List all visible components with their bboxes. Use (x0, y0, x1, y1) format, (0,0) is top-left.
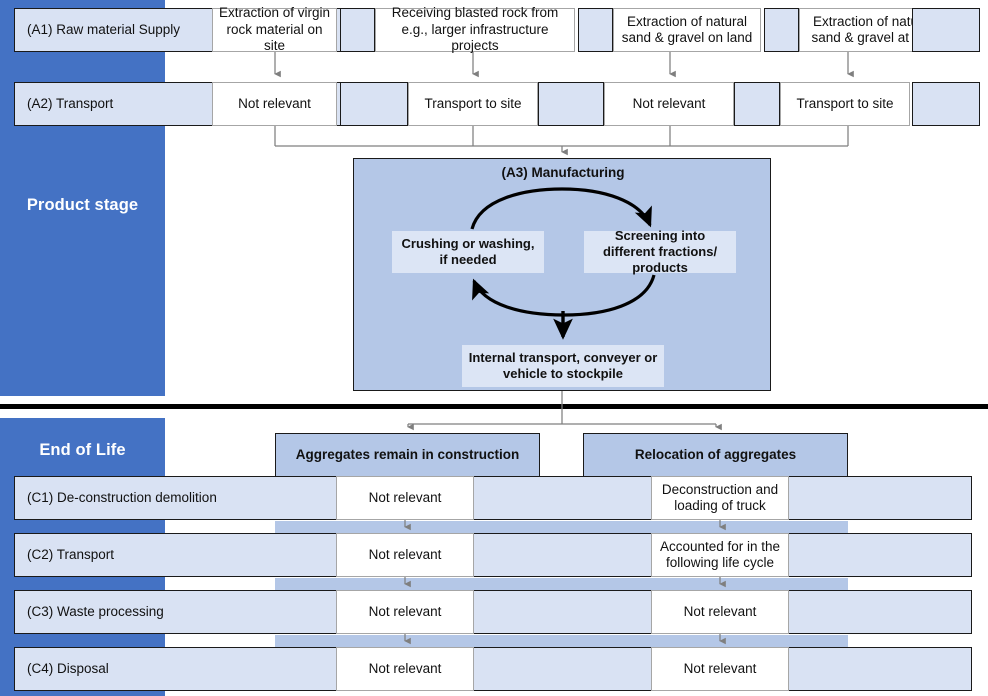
row-c4-cell-2: Not relevant (651, 647, 789, 691)
manufacturing-container: (A3) Manufacturing Crushing or washing, … (353, 158, 771, 391)
manufacturing-title: (A3) Manufacturing (501, 165, 625, 180)
row-c1-label: (C1) De-construction demolition (14, 476, 972, 520)
row-c1-c2-spacer (275, 521, 848, 533)
product-stage-label: Product stage (26, 195, 139, 214)
row-a1-cell-1: Extraction of virgin rock material on si… (212, 5, 337, 53)
row-a1-gap-3 (764, 8, 799, 52)
row-a2-gap-1 (340, 82, 408, 126)
row-c3-label: (C3) Waste processing (14, 590, 972, 634)
row-a2-cell-3: Not relevant (604, 82, 734, 126)
row-a1-cell-2: Receiving blasted rock from e.g., larger… (375, 5, 575, 53)
row-a2-cell-2: Transport to site (408, 82, 538, 126)
row-c2-c3-spacer (275, 578, 848, 590)
row-c3-cell-2: Not relevant (651, 590, 789, 634)
end-of-life-label: End of Life (39, 440, 126, 459)
row-a1-gap-2 (578, 8, 613, 52)
row-c3-c4-spacer (275, 635, 848, 647)
product-stage-band (0, 0, 165, 396)
row-c2-cell-2: Accounted for in the following life cycl… (651, 533, 789, 577)
manufacturing-cycle-arrows (470, 187, 656, 340)
row-c1-cell-1: Not relevant (336, 476, 474, 520)
row-a1-cell-3: Extraction of natural sand & gravel on l… (613, 8, 761, 52)
row-a2-cell-1: Not relevant (212, 82, 337, 126)
row-a1-gap-4 (912, 8, 980, 52)
row-a2-gap-3 (734, 82, 780, 126)
row-c4-cell-1: Not relevant (336, 647, 474, 691)
manufacturing-internal-transport-box: Internal transport, conveyer or vehicle … (462, 345, 664, 387)
stage-divider (0, 404, 988, 409)
row-c1-cell-2: Deconstruction and loading of truck (651, 476, 789, 520)
row-a2-gap-4 (912, 82, 980, 126)
row-c3-cell-1: Not relevant (336, 590, 474, 634)
row-a1-gap-1 (340, 8, 375, 52)
manufacturing-crushing-box: Crushing or washing, if needed (392, 231, 544, 273)
row-a2-cell-4: Transport to site (780, 82, 910, 126)
row-c2-cell-1: Not relevant (336, 533, 474, 577)
row-a2-gap-2 (538, 82, 604, 126)
scenario-header-2: Relocation of aggregates (583, 433, 848, 478)
row-c2-label: (C2) Transport (14, 533, 972, 577)
scenario-header-1: Aggregates remain in construction (275, 433, 540, 478)
manufacturing-screening-box: Screening into different fractions/ prod… (584, 228, 736, 275)
row-c4-label: (C4) Disposal (14, 647, 972, 691)
